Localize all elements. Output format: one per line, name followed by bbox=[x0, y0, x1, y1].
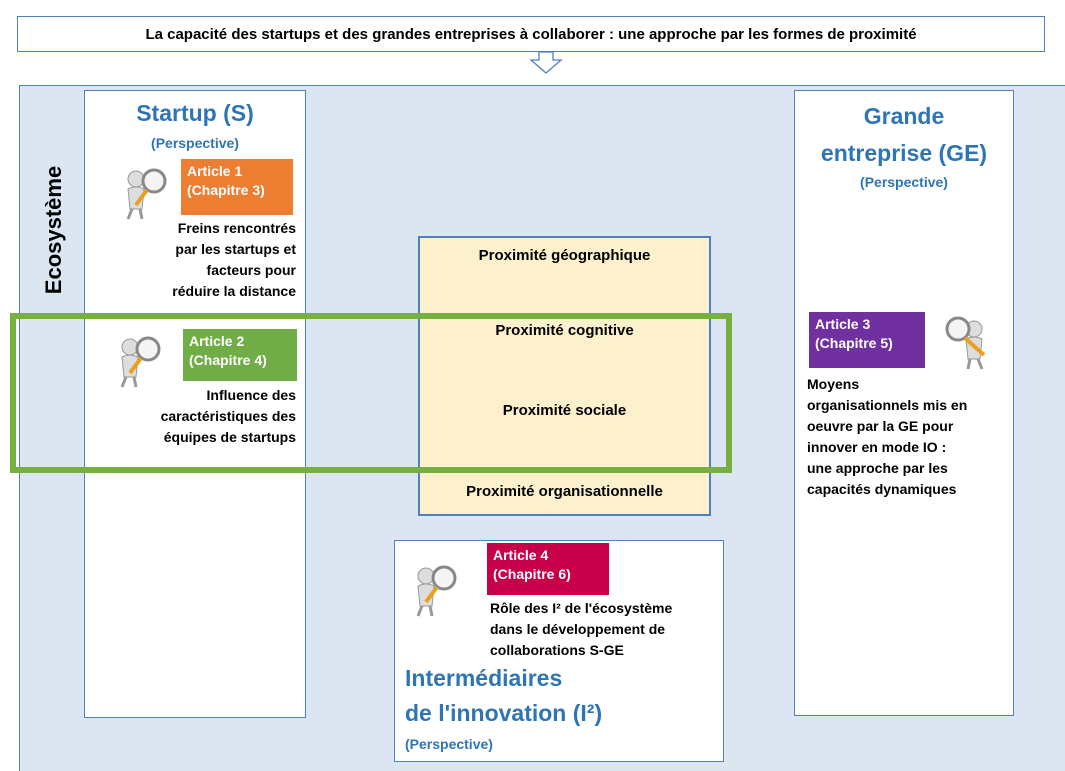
magnifier-person-icon bbox=[945, 316, 986, 370]
article3-tag: Article 3 (Chapitre 5) bbox=[809, 312, 925, 368]
article2-tag: Article 2 (Chapitre 4) bbox=[183, 329, 297, 381]
ge-title-line1: Grande bbox=[863, 103, 945, 129]
startup-perspective: (Perspective) bbox=[151, 135, 239, 151]
ge-title-line2: entreprise (GE) bbox=[820, 140, 988, 166]
magnifier-person-icon bbox=[126, 168, 167, 220]
grande-entreprise-panel bbox=[794, 90, 1014, 716]
proximity-cognitive: Proximité cognitive bbox=[495, 322, 634, 339]
proximity-geographique: Proximité géographique bbox=[478, 247, 651, 264]
proximity-organisationnelle: Proximité organisationnelle bbox=[466, 483, 663, 500]
green-highlight-frame bbox=[10, 313, 732, 473]
article3-description: Moyens organisationnels mis en oeuvre pa… bbox=[807, 376, 968, 497]
magnifier-person-icon bbox=[120, 336, 161, 388]
article4-description: Rôle des I² de l'écosystème dans le déve… bbox=[490, 600, 673, 658]
ge-perspective: (Perspective) bbox=[860, 174, 948, 190]
intermediaires-title-line2: de l'innovation (I²) bbox=[405, 700, 603, 726]
diagram-title: La capacité des startups et des grandes … bbox=[17, 16, 1045, 52]
article1-tag: Article 1 (Chapitre 3) bbox=[181, 159, 293, 215]
article1-description: Freins rencontrés par les startups et fa… bbox=[172, 220, 296, 299]
magnifier-person-icon bbox=[416, 565, 457, 617]
intermediaires-perspective: (Perspective) bbox=[405, 736, 493, 752]
startup-title: Startup (S) bbox=[136, 100, 254, 126]
article4-tag: Article 4 (Chapitre 6) bbox=[487, 543, 609, 595]
ecosystem-label: Ecosystème bbox=[41, 165, 67, 295]
proximity-sociale: Proximité sociale bbox=[502, 402, 627, 419]
article2-description: Influence des caractéristiques des équip… bbox=[160, 387, 296, 445]
arrow-down-icon bbox=[529, 51, 563, 74]
intermediaires-title-line1: Intermédiaires bbox=[405, 665, 563, 691]
